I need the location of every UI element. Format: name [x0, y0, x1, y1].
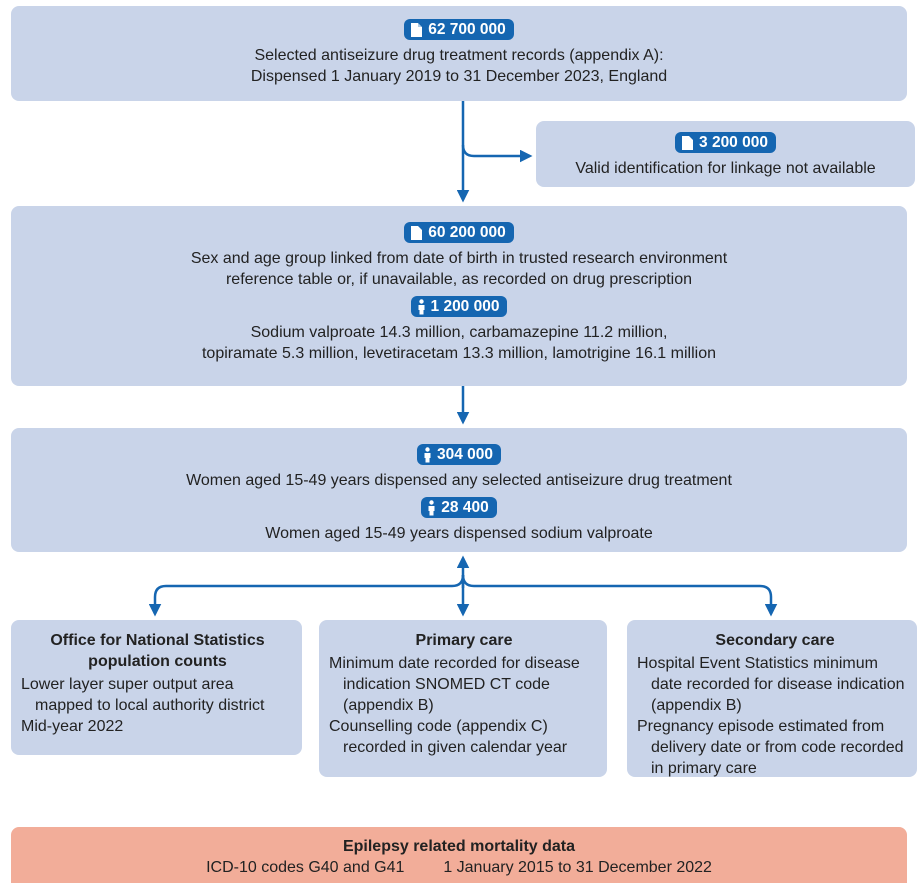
mortality-codes: ICD-10 codes G40 and G41: [206, 859, 405, 876]
document-icon: [682, 135, 694, 150]
excluded-count: 3 200 000: [699, 134, 768, 151]
women-valproate-count: 28 400: [441, 499, 489, 516]
primary-care-title: Primary care: [415, 632, 513, 649]
ons-title-line-2: population counts: [88, 653, 227, 670]
person-icon: [418, 298, 425, 314]
secondary-care-item: Hospital Event Statistics minimum date r…: [637, 655, 905, 714]
ons-item: Mid-year 2022: [21, 718, 124, 735]
linkage-description-line-2: reference table or, if unavailable, as r…: [225, 271, 693, 288]
people-count-badge: 1 200 000: [410, 296, 508, 317]
records-count: 62 700 000: [428, 21, 506, 38]
records-description-line-2: Dispensed 1 January 2019 to 31 December …: [250, 68, 668, 85]
arrow-branch-right: [461, 574, 778, 617]
document-icon: [411, 22, 423, 37]
box-primary-care: Primary care Minimum date recorded for d…: [319, 620, 607, 777]
box-selected-records: 62 700 000 Selected antiseizure drug tre…: [11, 6, 907, 101]
drug-breakdown-line-1: Sodium valproate 14.3 million, carbamaze…: [250, 324, 668, 341]
linked-count-badge: 60 200 000: [404, 222, 514, 243]
linked-count: 60 200 000: [428, 224, 506, 241]
person-icon: [424, 446, 431, 462]
excluded-reason: Valid identification for linkage not ava…: [575, 160, 876, 177]
primary-care-item: Minimum date recorded for disease indica…: [329, 655, 580, 714]
mortality-details: ICD-10 codes G40 and G41 1 January 2015 …: [11, 857, 907, 878]
arrow-branch-left: [148, 574, 465, 617]
box-ons-population: Office for National Statistics populatio…: [11, 620, 302, 755]
women-valproate-badge: 28 400: [421, 497, 497, 518]
secondary-care-title: Secondary care: [715, 632, 835, 649]
secondary-care-item-list: Hospital Event Statistics minimum date r…: [637, 653, 913, 779]
records-description-line-1: Selected antiseizure drug treatment reco…: [254, 47, 664, 64]
person-icon: [428, 499, 435, 515]
box-excluded-records: 3 200 000 Valid identification for linka…: [536, 121, 915, 187]
women-any-asm-count: 304 000: [436, 446, 494, 463]
records-count-badge: 62 700 000: [404, 19, 514, 40]
primary-care-item: Counselling code (appendix C) recorded i…: [329, 718, 568, 756]
primary-care-item-list: Minimum date recorded for disease indica…: [329, 653, 599, 758]
ons-item: Lower layer super output area mapped to …: [21, 676, 265, 714]
arrow-exclusion: [461, 144, 533, 163]
box-women-cohort: 304 000 Women aged 15-49 years dispensed…: [11, 428, 907, 552]
women-any-asm-description: Women aged 15-49 years dispensed any sel…: [186, 472, 732, 489]
document-icon: [411, 225, 423, 240]
secondary-care-item: Pregnancy episode estimated from deliver…: [637, 718, 904, 777]
box-linked-records: 60 200 000 Sex and age group linked from…: [11, 206, 907, 386]
box-mortality-data: Epilepsy related mortality data ICD-10 c…: [11, 827, 907, 883]
box-secondary-care: Secondary care Hospital Event Statistics…: [627, 620, 917, 777]
mortality-title: Epilepsy related mortality data: [342, 838, 576, 855]
ons-title-line-1: Office for National Statistics: [50, 632, 265, 649]
people-count: 1 200 000: [430, 298, 500, 315]
women-any-asm-badge: 304 000: [416, 444, 502, 465]
mortality-dates: 1 January 2015 to 31 December 2022: [443, 859, 712, 876]
excluded-count-badge: 3 200 000: [675, 132, 776, 153]
linkage-description-line-1: Sex and age group linked from date of bi…: [190, 250, 728, 267]
women-valproate-description: Women aged 15-49 years dispensed sodium …: [265, 525, 653, 542]
drug-breakdown-line-2: topiramate 5.3 million, levetiracetam 13…: [201, 345, 716, 362]
ons-item-list: Lower layer super output area mapped to …: [21, 674, 294, 737]
